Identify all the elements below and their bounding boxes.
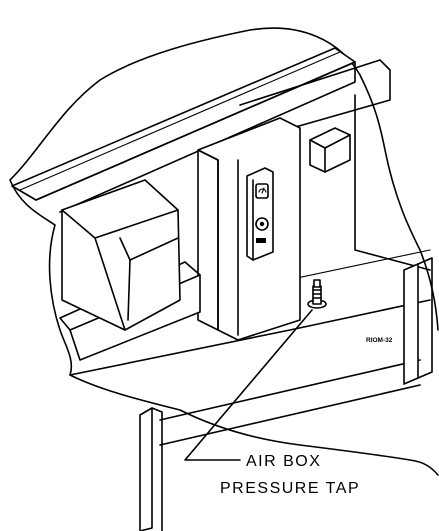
right-post-edge <box>417 257 433 379</box>
upper-beam-underside <box>35 61 356 213</box>
left-housing-box <box>61 179 181 331</box>
reference-code: RIOM-32 <box>366 337 393 344</box>
frame-column-front <box>197 149 219 331</box>
upper-beam-face <box>239 59 391 141</box>
deck-front-edge <box>69 299 431 376</box>
panel-button-icon <box>255 217 269 231</box>
rear-wall-edge <box>354 94 431 271</box>
callout-line-1: AIR BOX <box>246 453 321 470</box>
upper-right-box <box>309 127 351 173</box>
upper-beam-detail <box>19 51 341 191</box>
right-post <box>403 263 419 385</box>
deck-front-lower <box>159 359 421 421</box>
pressure-tap-fitting-icon <box>307 279 327 309</box>
panel-indicator <box>256 238 266 243</box>
control-panel <box>246 167 274 261</box>
deck-front-lower-2 <box>159 384 421 446</box>
left-post <box>139 407 153 531</box>
panel-gauge-icon <box>255 183 269 199</box>
callout-line-2: PRESSURE TAP <box>220 480 360 497</box>
left-post-edge <box>151 407 163 531</box>
callout-leader-line <box>184 309 313 461</box>
